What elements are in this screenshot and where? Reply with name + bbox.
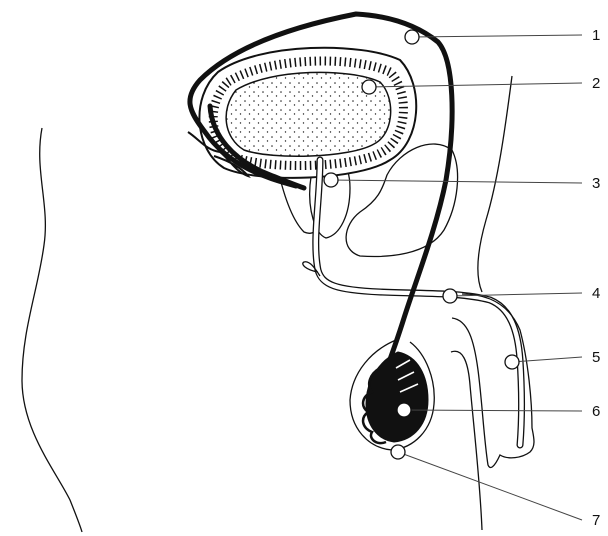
marker-1 [405, 30, 419, 44]
label-7: 7 [592, 512, 600, 529]
thigh-outline [451, 351, 482, 530]
label-2: 2 [592, 75, 600, 92]
testis [366, 352, 428, 442]
label-4: 4 [592, 285, 600, 302]
callout-labels: 1 2 3 4 5 6 7 [592, 27, 600, 529]
body-outline-left [22, 128, 82, 532]
label-6: 6 [592, 403, 600, 420]
marker-4 [443, 289, 457, 303]
marker-3 [324, 173, 338, 187]
marker-5 [505, 355, 519, 369]
marker-2 [362, 80, 376, 94]
marker-6 [397, 403, 411, 417]
label-3: 3 [592, 175, 600, 192]
marker-7 [391, 445, 405, 459]
label-1: 1 [592, 27, 600, 44]
label-5: 5 [592, 349, 600, 366]
body-outline-right [478, 76, 512, 292]
